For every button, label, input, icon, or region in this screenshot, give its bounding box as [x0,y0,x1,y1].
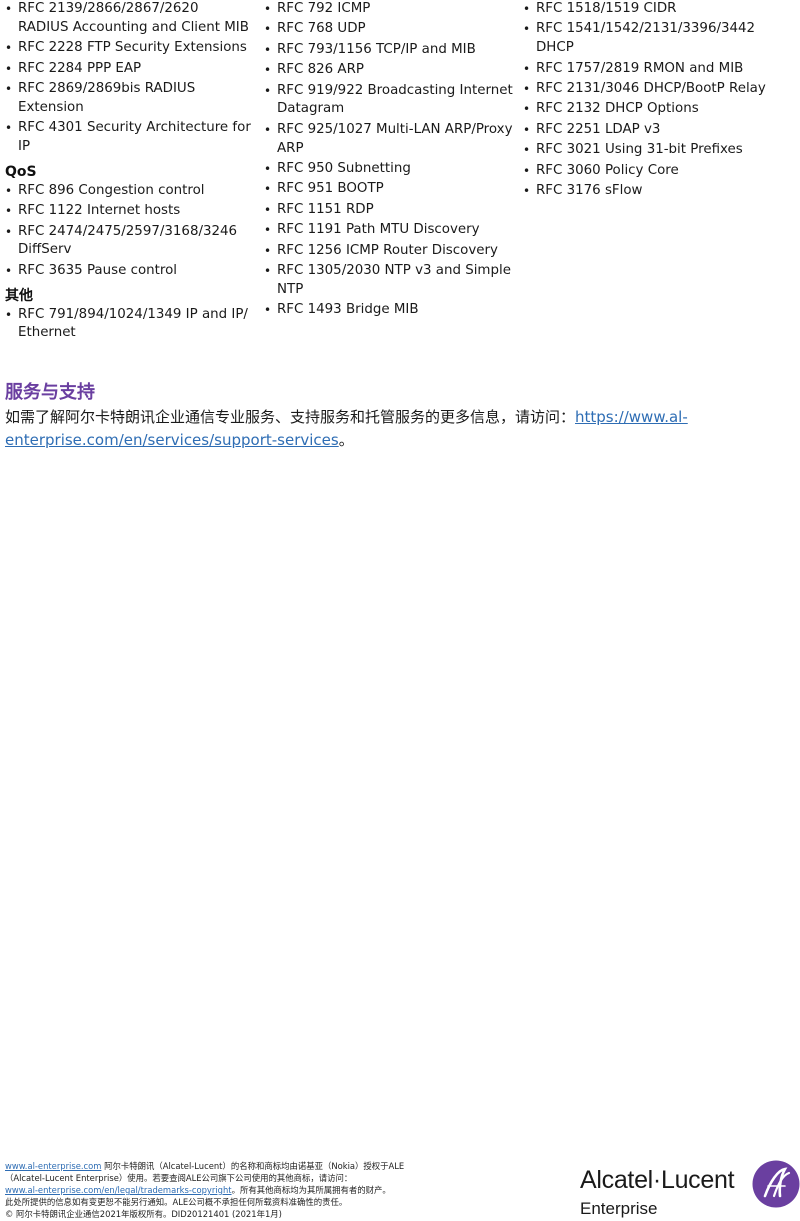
list-item: RFC 925/1027 Multi-LAN ARP/Proxy ARP [264,121,514,159]
legal-text-2: 。所有其他商标均为其所属拥有者的财产。 [231,1185,391,1195]
logo-brand-text: Alcatel·Lucent [580,1166,735,1194]
qos-heading: QoS [5,163,37,180]
list-item: RFC 2131/3046 DHCP/BootP Relay [523,80,793,99]
list-item: RFC 2869/2869bis RADIUS Extension [5,80,253,118]
trademark-link[interactable]: www.al-enterprise.com/en/legal/trademark… [5,1185,232,1195]
list-item: RFC 1493 Bridge MIB [264,301,514,320]
list-item: RFC 2284 PPP EAP [5,60,253,79]
list-item: RFC 768 UDP [264,20,514,39]
services-section: 服务与支持 如需了解阿尔卡特朗讯企业通信专业服务、支持服务和托管服务的更多信息，… [5,380,795,452]
list-item: RFC 3021 Using 31-bit Prefixes [523,141,793,160]
rfc-list: RFC 1518/1519 CIDR RFC 1541/1542/2131/33… [523,0,793,201]
list-item: RFC 792 ICMP [264,0,514,19]
list-item: RFC 896 Congestion control [5,182,253,201]
rfc-list: RFC 792 ICMP RFC 768 UDP RFC 793/1156 TC… [264,0,514,320]
list-item: RFC 950 Subnetting [264,160,514,179]
list-item: RFC 4301 Security Architecture for IP [5,119,253,157]
support-services-link[interactable]: https://www.al-enterprise.com/en/service… [5,408,688,449]
rfc-column-1: RFC 2139/2866/2867/2620 RADIUS Accountin… [5,0,253,345]
list-item: RFC 1541/1542/2131/3396/3442 DHCP [523,20,793,58]
list-item: RFC 1151 RDP [264,201,514,220]
logo-mark-icon [752,1160,800,1208]
list-item: RFC 1757/2819 RMON and MIB [523,60,793,79]
list-item: RFC 791/894/1024/1349 IP and IP/ Etherne… [5,306,253,344]
legal-text-1: 阿尔卡特朗讯（Alcatel-Lucent）的名称和商标均由诺基亚（Nokia）… [5,1161,405,1183]
copyright-text: © 阿尔卡特朗讯企业通信2021年版权所有。DID20121401 (2021年… [5,1209,282,1219]
list-item: RFC 1305/2030 NTP v3 and Simple NTP [264,262,514,300]
company-logo: Alcatel·Lucent Enterprise [578,1160,800,1220]
other-rfc-list: RFC 791/894/1024/1349 IP and IP/ Etherne… [5,306,253,344]
list-item: RFC 1191 Path MTU Discovery [264,221,514,240]
list-item: RFC 3060 Policy Core [523,162,793,181]
list-item: RFC 919/922 Broadcasting Internet Datagr… [264,82,514,120]
services-description: 如需了解阿尔卡特朗讯企业通信专业服务、支持服务和托管服务的更多信息，请访问： [5,408,576,426]
list-item: RFC 793/1156 TCP/IP and MIB [264,41,514,60]
legal-footer: www.al-enterprise.com 阿尔卡特朗讯（Alcatel-Luc… [5,1160,405,1220]
list-item: RFC 3635 Pause control [5,262,253,281]
list-item: RFC 1518/1519 CIDR [523,0,793,19]
list-item: RFC 3176 sFlow [523,182,793,201]
list-item: RFC 2132 DHCP Options [523,100,793,119]
list-item: RFC 2139/2866/2867/2620 RADIUS Accountin… [5,0,253,38]
site-link[interactable]: www.al-enterprise.com [5,1161,102,1171]
list-item: RFC 2474/2475/2597/3168/3246 DiffServ [5,223,253,261]
list-item: RFC 2228 FTP Security Extensions [5,39,253,58]
other-heading: 其他 [5,287,33,304]
rfc-column-3: RFC 1518/1519 CIDR RFC 1541/1542/2131/33… [523,0,793,202]
list-item: RFC 2251 LDAP v3 [523,121,793,140]
list-item: RFC 951 BOOTP [264,180,514,199]
security-rfc-list: RFC 2139/2866/2867/2620 RADIUS Accountin… [5,0,253,157]
services-title: 服务与支持 [5,382,95,403]
services-end: 。 [338,431,354,449]
list-item: RFC 826 ARP [264,61,514,80]
rfc-column-2: RFC 792 ICMP RFC 768 UDP RFC 793/1156 TC… [264,0,514,321]
list-item: RFC 1256 ICMP Router Discovery [264,242,514,261]
list-item: RFC 1122 Internet hosts [5,202,253,221]
qos-rfc-list: RFC 896 Congestion control RFC 1122 Inte… [5,182,253,281]
services-text: 如需了解阿尔卡特朗讯企业通信专业服务、支持服务和托管服务的更多信息，请访问：ht… [5,406,795,452]
legal-text-3: 此处所提供的信息如有变更恕不能另行通知。ALE公司概不承担任何所载资料准确性的责… [5,1197,348,1207]
logo-sub-text: Enterprise [580,1199,658,1218]
